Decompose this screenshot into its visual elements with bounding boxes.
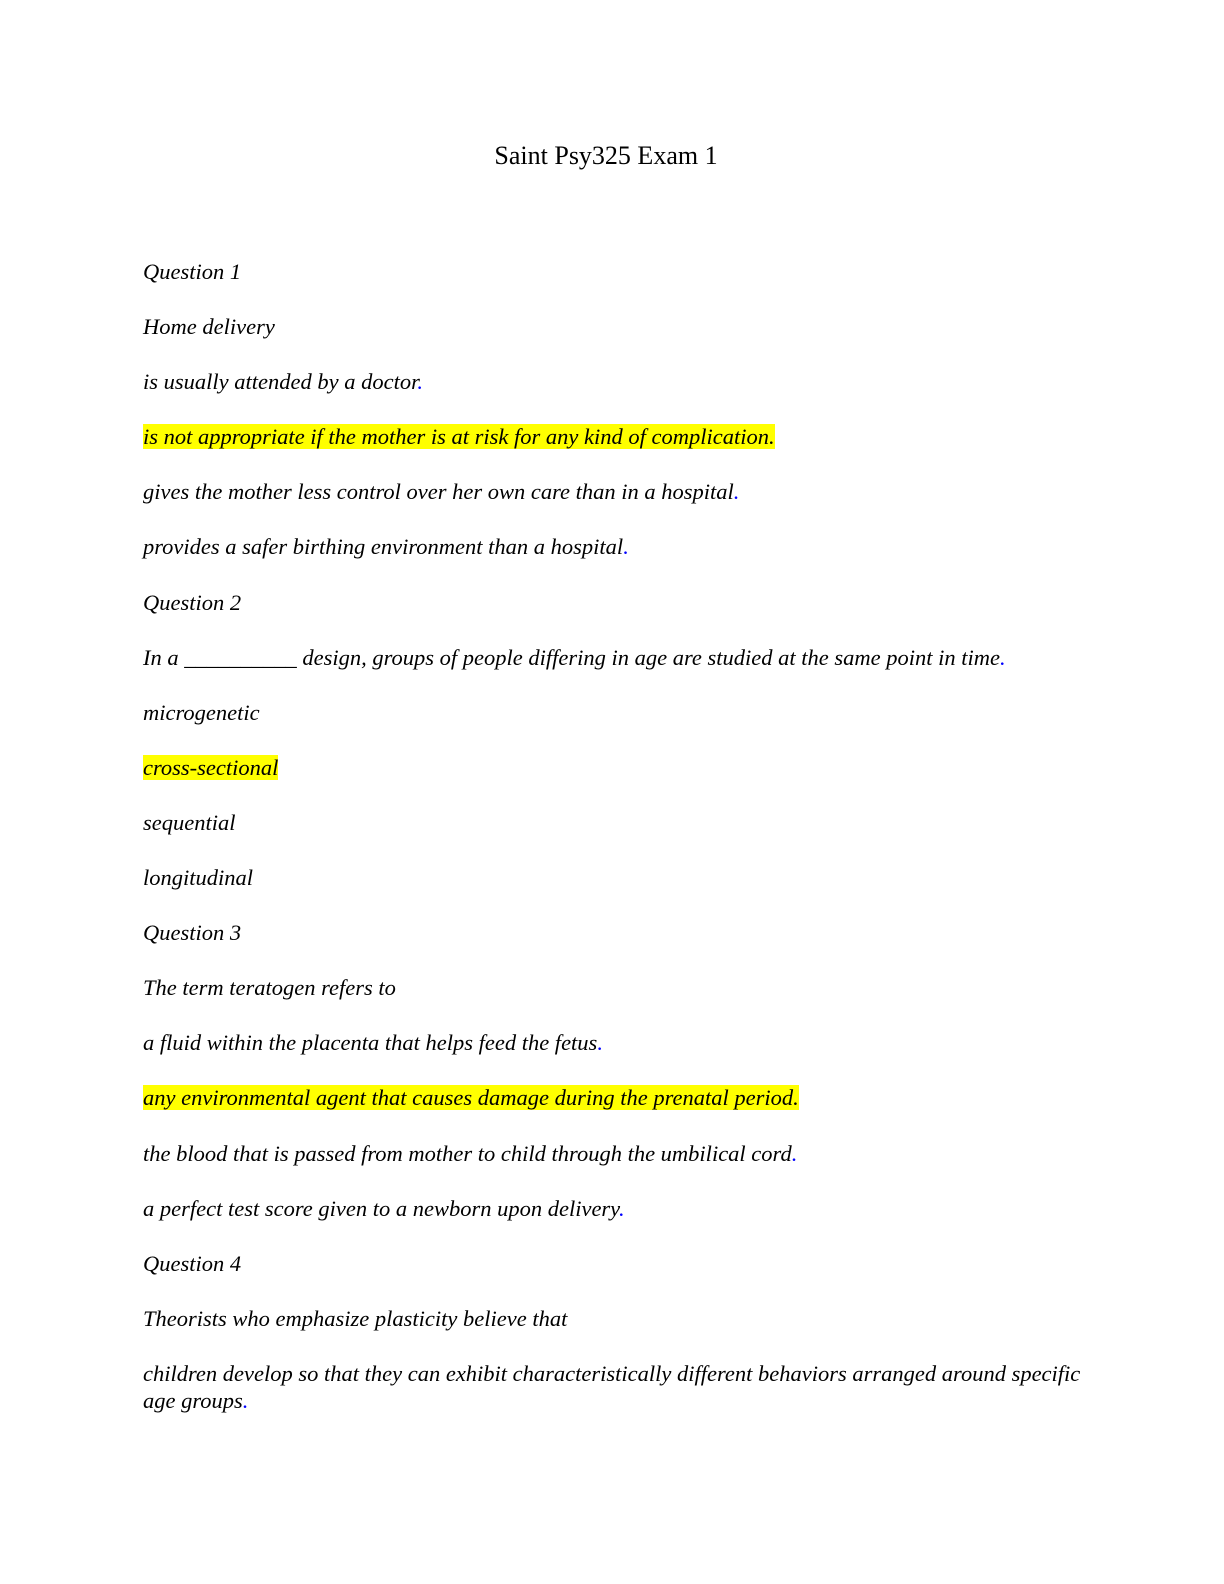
line-text: The term teratogen refers to bbox=[143, 975, 396, 1001]
answer-option-correct: any environmental agent that causes dama… bbox=[143, 1084, 1083, 1139]
document-title: Saint Psy325 Exam 1 bbox=[494, 141, 718, 170]
answer-option: is usually attended by a doctor. bbox=[143, 368, 1083, 423]
line-tail: . bbox=[417, 369, 423, 395]
question-stem: Home delivery bbox=[143, 313, 1083, 368]
document-body: Question 1 Home delivery is usually atte… bbox=[143, 258, 1083, 1415]
line-text: cross-sectional bbox=[143, 754, 279, 780]
line-text: Home delivery bbox=[143, 314, 275, 340]
line-text: Question 2 bbox=[143, 589, 242, 615]
line-tail: . bbox=[733, 479, 740, 505]
answer-option-correct: cross-sectional bbox=[143, 754, 1083, 809]
line-text: Theorists who emphasize plasticity belie… bbox=[143, 1305, 568, 1331]
answer-option: the blood that is passed from mother to … bbox=[143, 1140, 1083, 1195]
line-text: In a __________ design, groups of people… bbox=[143, 644, 1000, 670]
line-tail: . bbox=[618, 1195, 625, 1221]
answer-option-correct: is not appropriate if the mother is at r… bbox=[143, 423, 1083, 478]
line-text: any environmental agent that causes dama… bbox=[143, 1085, 794, 1111]
line-text: gives the mother less control over her o… bbox=[143, 479, 734, 505]
answer-option: provides a safer birthing environment th… bbox=[143, 533, 1083, 588]
line-text: Question 3 bbox=[143, 920, 242, 946]
line-text: provides a safer birthing environment th… bbox=[143, 534, 624, 560]
line-text: a fluid within the placenta that helps f… bbox=[143, 1030, 598, 1056]
answer-option: a fluid within the placenta that helps f… bbox=[143, 1029, 1083, 1084]
answer-option: gives the mother less control over her o… bbox=[143, 478, 1083, 533]
line-tail: . bbox=[597, 1030, 603, 1056]
line-tail: . bbox=[623, 534, 629, 560]
line-text: microgenetic bbox=[143, 699, 260, 725]
line-tail: . bbox=[791, 1140, 798, 1166]
question-heading: Question 3 bbox=[143, 919, 1083, 974]
line-text: a perfect test score given to a newborn … bbox=[143, 1195, 619, 1221]
question-heading: Question 2 bbox=[143, 589, 1083, 644]
question-stem: In a __________ design, groups of people… bbox=[143, 644, 1083, 699]
line-text: children develop so that they can exhibi… bbox=[143, 1360, 1081, 1413]
line-text: the blood that is passed from mother to … bbox=[143, 1140, 792, 1166]
line-tail: . bbox=[769, 424, 775, 450]
line-text: sequential bbox=[143, 809, 236, 835]
answer-option: children develop so that they can exhibi… bbox=[143, 1360, 1083, 1415]
line-text: is usually attended by a doctor bbox=[143, 369, 418, 395]
line-text: Question 4 bbox=[143, 1250, 242, 1276]
answer-option: longitudinal bbox=[143, 864, 1083, 919]
line-tail: . bbox=[793, 1085, 799, 1111]
answer-option: a perfect test score given to a newborn … bbox=[143, 1195, 1083, 1250]
line-tail: . bbox=[242, 1387, 249, 1413]
answer-option: sequential bbox=[143, 809, 1083, 864]
question-stem: The term teratogen refers to bbox=[143, 974, 1083, 1029]
line-text: is not appropriate if the mother is at r… bbox=[143, 424, 770, 450]
line-text: longitudinal bbox=[143, 865, 254, 891]
line-text: Question 1 bbox=[143, 259, 242, 284]
question-stem: Theorists who emphasize plasticity belie… bbox=[143, 1305, 1083, 1360]
answer-option: microgenetic bbox=[143, 699, 1083, 754]
question-heading: Question 4 bbox=[143, 1250, 1083, 1305]
question-heading: Question 1 bbox=[143, 258, 1083, 313]
line-tail: . bbox=[1000, 644, 1006, 670]
